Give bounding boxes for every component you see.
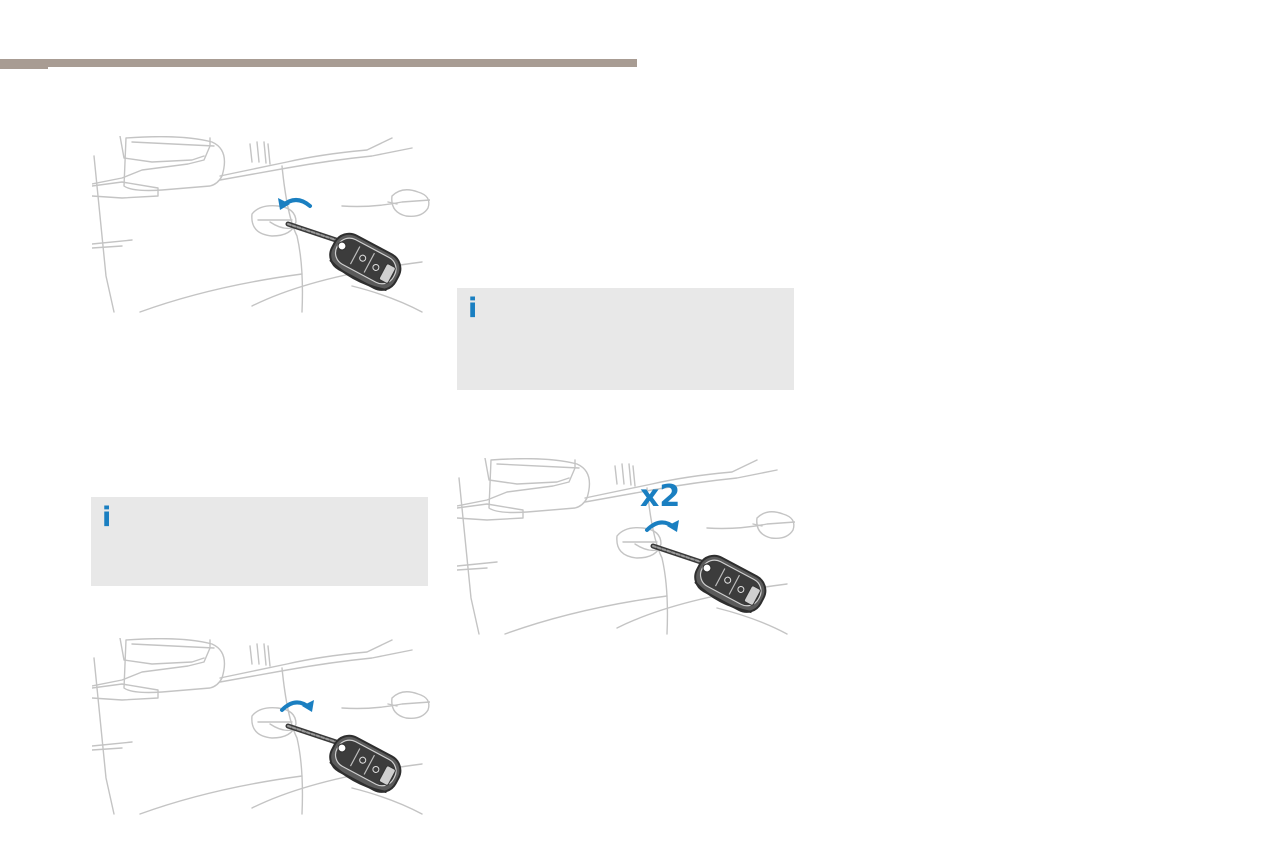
key-in-door-lock-icon [457, 458, 795, 635]
key-in-door-lock-icon [92, 136, 430, 313]
double-lock-with-key-illustration [457, 458, 795, 636]
info-box: i [91, 497, 428, 586]
key-in-door-lock-icon [92, 638, 430, 815]
info-icon: i [468, 293, 478, 324]
press-twice-label: x2 [640, 479, 681, 514]
info-box: i [457, 288, 794, 390]
chapter-header-tick [0, 67, 48, 69]
lock-with-key-illustration [92, 638, 430, 816]
unlock-with-key-illustration [92, 136, 430, 314]
info-icon: i [102, 502, 112, 533]
chapter-header-bar [0, 59, 637, 67]
